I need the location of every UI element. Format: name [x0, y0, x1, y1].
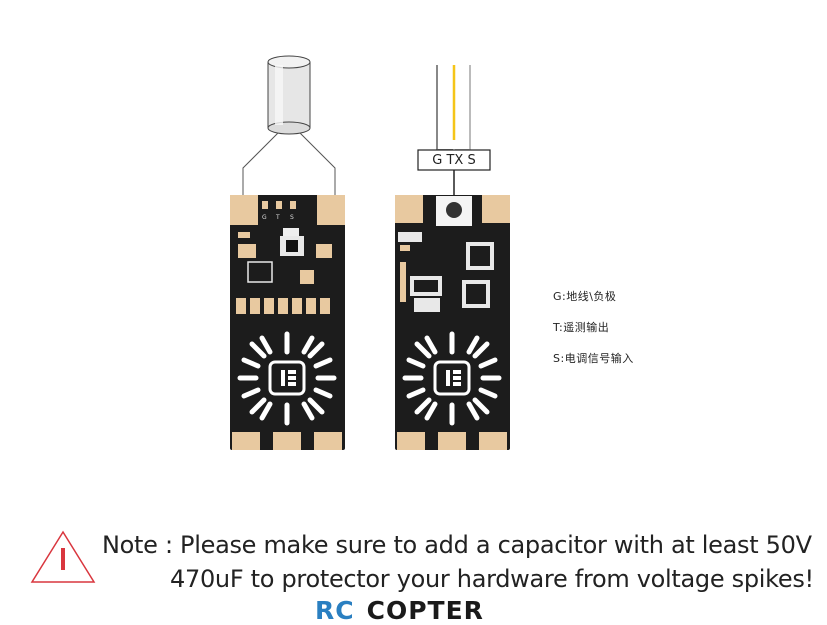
esc-board-front: G T S — [230, 195, 345, 450]
logo-copter: COPTER — [366, 596, 484, 625]
pad-label-s: S — [290, 214, 294, 221]
pad-label-g: G — [262, 214, 267, 221]
signal-wires: G TX S — [417, 65, 491, 210]
legend-s: S:电调信号输入 — [553, 352, 634, 365]
esc-board-back — [395, 195, 510, 450]
capacitor-illustration — [242, 55, 336, 196]
note-line-2: 470uF to protector your hardware from vo… — [170, 565, 814, 593]
capacitor-note: Note : Please make sure to add a capacit… — [30, 528, 814, 593]
warning-icon — [30, 530, 96, 583]
legend-g: G:地线\负极 — [553, 290, 617, 303]
legend-t: T:遥测输出 — [553, 321, 610, 334]
rc-copter-logo: RC COPTER — [315, 596, 484, 625]
connector-label: G TX S — [432, 153, 475, 168]
note-line-1: Note : Please make sure to add a capacit… — [102, 531, 812, 559]
pad-label-t: T — [275, 214, 280, 221]
logo-rc: RC — [315, 596, 355, 625]
